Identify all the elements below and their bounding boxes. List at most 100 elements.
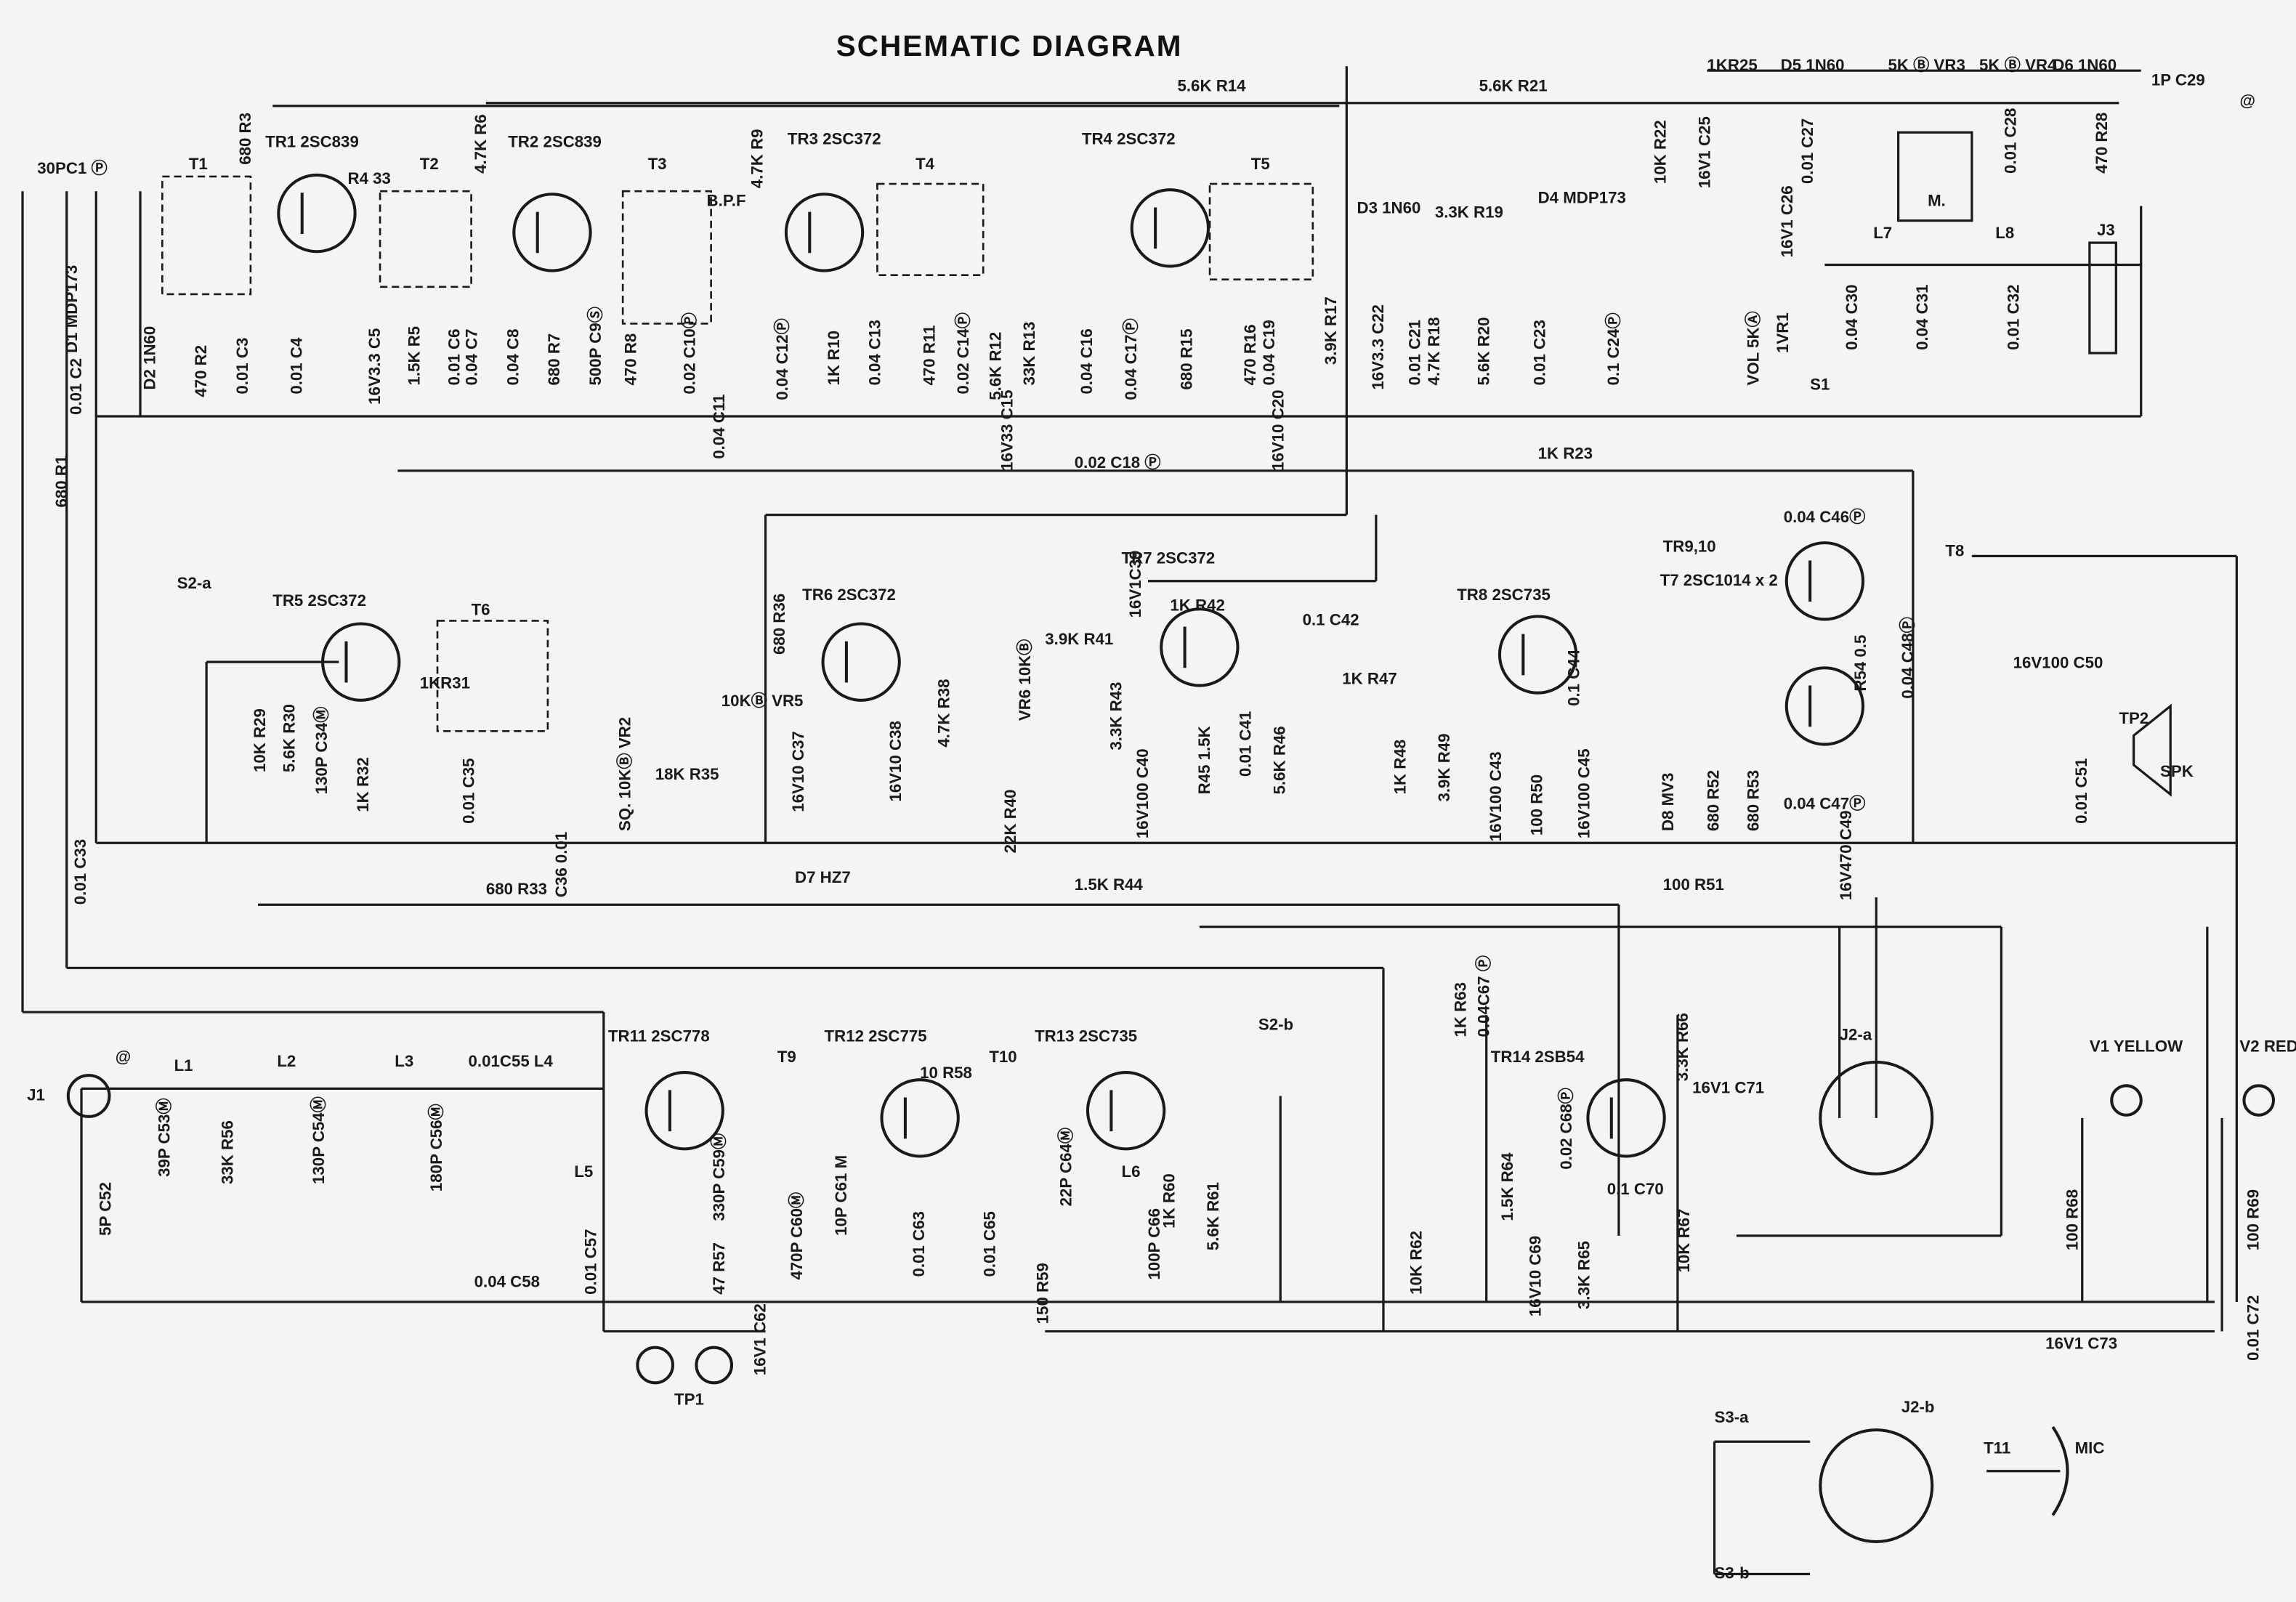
- component-label: VR6 10KⒷ: [1015, 639, 1034, 721]
- component-label: 4.7K R18: [1425, 317, 1443, 385]
- component-label: 5K Ⓑ VR3: [1888, 55, 1965, 74]
- component-label: @: [2239, 92, 2255, 110]
- component-label: TR9,10: [1663, 537, 1716, 555]
- component-label: 16V10 C20: [1269, 390, 1287, 471]
- component-label: TR13 2SC735: [1035, 1027, 1137, 1045]
- component-label: 16V33 C15: [998, 390, 1016, 471]
- component-label: 100 R68: [2063, 1189, 2082, 1250]
- component-label: 33K R13: [1020, 322, 1038, 386]
- component-label: T10: [989, 1048, 1016, 1066]
- component-label: T8: [1945, 541, 1964, 559]
- component-label: 0.02 C14Ⓟ: [953, 312, 972, 395]
- transistor-symbol: [1784, 541, 1865, 621]
- test-point-tp1: [636, 1346, 675, 1385]
- component-label: T4: [915, 155, 935, 173]
- component-label: 0.1 C44: [1564, 649, 1582, 706]
- component-label: S2-a: [177, 574, 212, 592]
- component-label: T2: [420, 155, 439, 173]
- component-label: D3 1N60: [1357, 199, 1421, 217]
- transistor-symbol: [784, 193, 865, 272]
- component-label: 0.01 C72: [2244, 1295, 2263, 1361]
- component-label: 1K R60: [1160, 1173, 1178, 1229]
- component-label: 16V100 C45: [1575, 748, 1593, 838]
- component-label: 0.04 C47Ⓟ: [1784, 794, 1866, 813]
- component-label: 16V470 C49: [1837, 810, 1855, 900]
- component-label: SPK: [2160, 762, 2194, 780]
- component-label: D4 MDP173: [1538, 188, 1626, 206]
- component-label: 16V3.3 C22: [1369, 304, 1387, 390]
- component-label: 0.01 C21: [1406, 320, 1424, 385]
- component-label: L5: [574, 1162, 593, 1181]
- component-label: 0.01 C63: [910, 1211, 928, 1277]
- component-label: 1K R48: [1391, 740, 1409, 795]
- component-label: J2-b: [1901, 1398, 1935, 1416]
- component-label: J2-a: [1840, 1026, 1872, 1044]
- component-label: 0.04 C7: [463, 329, 481, 386]
- component-label: 5.6K R61: [1204, 1182, 1222, 1250]
- component-label: 0.04 C8: [504, 329, 522, 386]
- component-label: R4 33: [348, 169, 391, 187]
- transistor-symbol: [512, 193, 592, 272]
- transformer-shield: [436, 620, 549, 732]
- component-label: 0.04 C16: [1078, 328, 1096, 394]
- component-label: 0.02 C68Ⓟ: [1556, 1088, 1575, 1170]
- component-label: 0.01 C33: [71, 839, 89, 905]
- transistor-symbol: [277, 173, 357, 254]
- component-label: 16V100 C43: [1487, 751, 1505, 841]
- component-label: 16V3.3 C5: [365, 328, 384, 405]
- component-label: M.: [1928, 191, 1946, 209]
- component-label: 0.01 C35: [460, 758, 478, 824]
- component-label: MIC: [2075, 1439, 2105, 1457]
- component-label: 1.5K R5: [405, 326, 424, 386]
- component-label: J3: [2097, 221, 2115, 239]
- component-label: 3.3K R19: [1435, 203, 1503, 222]
- component-label: 0.04 C48Ⓟ: [1898, 617, 1917, 699]
- component-label: 0.01 C28: [2002, 108, 2020, 174]
- transistor-symbol: [880, 1078, 960, 1158]
- component-label: 680 R33: [486, 880, 547, 898]
- component-label: 1P C29: [2151, 70, 2205, 89]
- wires: [21, 66, 2238, 1576]
- jack-j3: [2088, 241, 2117, 355]
- transformer-shield: [161, 175, 252, 296]
- component-label: 4.7K R9: [748, 129, 767, 188]
- transistor-symbol: [1130, 188, 1210, 268]
- test-point-tp1: [695, 1346, 734, 1385]
- component-label: 0.01 C27: [1798, 118, 1816, 184]
- component-label: 1K R47: [1342, 670, 1397, 688]
- component-label: 0.1 C70: [1607, 1180, 1664, 1198]
- component-label: 16V1 C73: [2045, 1335, 2117, 1353]
- component-label: 680 R36: [770, 594, 788, 655]
- lamp-v1: [2110, 1084, 2143, 1117]
- transformer-shield: [876, 182, 985, 276]
- components: [66, 131, 2275, 1544]
- component-label: T5: [1251, 155, 1270, 173]
- component-label: 330P C59Ⓜ: [709, 1133, 728, 1221]
- connector-j2b: [1819, 1428, 1934, 1544]
- component-label: SQ. 10KⒷ VR2: [615, 717, 634, 831]
- component-label: 0.04 C30: [1843, 285, 1861, 350]
- component-label: S1: [1810, 376, 1830, 394]
- component-label: 470 R8: [621, 333, 639, 386]
- component-label: TR8 2SC735: [1457, 586, 1551, 604]
- component-label: 100P C66: [1145, 1208, 1163, 1280]
- connector-j2a: [1819, 1060, 1934, 1176]
- component-label: C36 0.01: [552, 832, 570, 897]
- component-label: D7 HZ7: [795, 868, 851, 886]
- component-label: 1K R10: [825, 331, 843, 386]
- component-label: L2: [277, 1052, 296, 1070]
- component-label: 3.9K R49: [1435, 733, 1453, 801]
- component-label: 1K R23: [1538, 445, 1593, 463]
- component-label: 4.7K R38: [935, 679, 953, 748]
- component-label: 0.01 C4: [288, 337, 306, 395]
- transformer-shield: [621, 190, 712, 325]
- component-label: 10K R67: [1675, 1209, 1693, 1273]
- component-label: 100 R50: [1528, 774, 1546, 836]
- component-label: 1K R42: [1170, 596, 1225, 614]
- component-label: 0.01 C23: [1531, 320, 1549, 385]
- component-label: @: [116, 1048, 132, 1066]
- component-label: 0.04 C58: [474, 1273, 540, 1291]
- component-label: 10P C61 M: [832, 1155, 850, 1236]
- microphone-icon: [2051, 1425, 2069, 1516]
- component-label: 16V1 C26: [1778, 185, 1796, 257]
